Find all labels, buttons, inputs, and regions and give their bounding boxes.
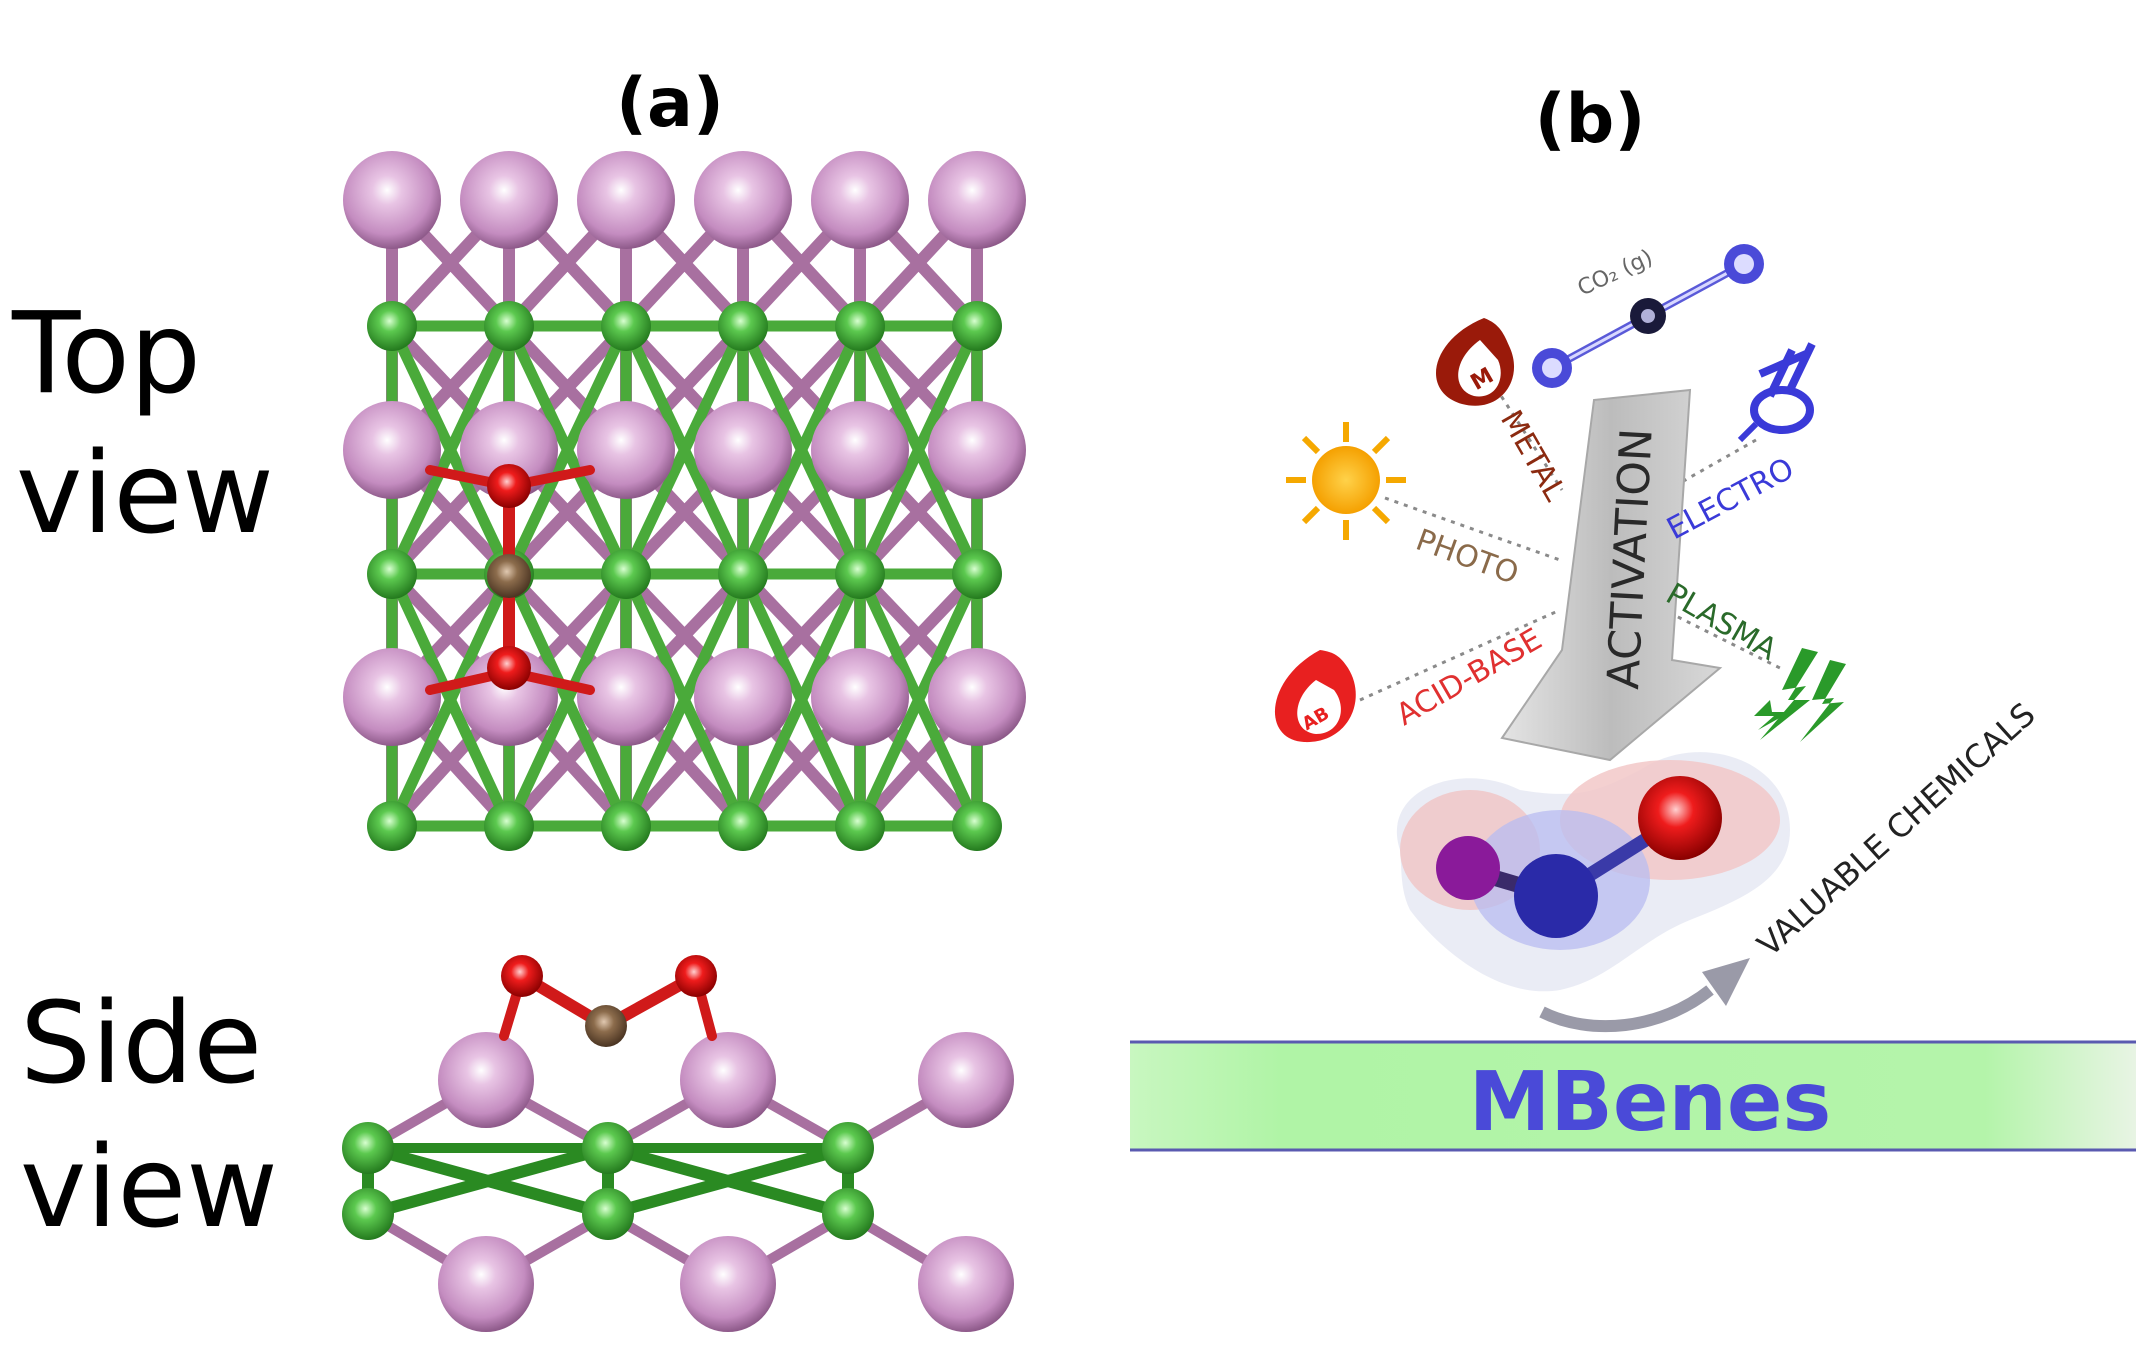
- bond: [386, 568, 515, 832]
- metal-atom: [928, 151, 1026, 249]
- metal-atom: [343, 648, 441, 746]
- boron-atom: [822, 1122, 874, 1174]
- metal-atom: [577, 151, 675, 249]
- oxygen-atom: [675, 955, 717, 997]
- co2-molecule-icon: CO₂ (g): [1532, 244, 1764, 388]
- bond: [737, 320, 866, 580]
- boron-atom: [342, 1188, 394, 1240]
- bond: [386, 320, 515, 580]
- mbenes-substrate-bar: MBenes: [1130, 1040, 2136, 1152]
- mbenes-label: MBenes: [1469, 1055, 1832, 1150]
- boron-atom: [484, 301, 534, 351]
- top-view-label-line2: view: [16, 429, 274, 559]
- sun-icon: [1286, 422, 1406, 540]
- boron-atom: [367, 801, 417, 851]
- boron-atom: [718, 549, 768, 599]
- bond: [362, 1142, 614, 1220]
- bond: [737, 568, 866, 832]
- oxygen-atom: [487, 646, 531, 690]
- metal-atom: [694, 151, 792, 249]
- plasma-route-label: PLASMA: [1660, 577, 1783, 668]
- boron-atom: [367, 301, 417, 351]
- metal-atom: [811, 151, 909, 249]
- metal-atom: [811, 401, 909, 499]
- metal-atom: [918, 1236, 1014, 1332]
- bond: [602, 1142, 854, 1220]
- boron-atom: [952, 549, 1002, 599]
- boron-atom: [718, 301, 768, 351]
- boron-atom: [952, 301, 1002, 351]
- photo-route-label: PHOTO: [1411, 523, 1523, 592]
- boron-atom: [835, 301, 885, 351]
- metal-atom: [460, 401, 558, 499]
- metal-atom: [343, 151, 441, 249]
- metal-route-label: METAL: [1493, 405, 1572, 508]
- boron-atom: [952, 801, 1002, 851]
- metal-atom: [928, 648, 1026, 746]
- metal-atom: [438, 1032, 534, 1128]
- boron-atom: [718, 801, 768, 851]
- panel-b-label: (b): [1535, 80, 1646, 159]
- metal-atom: [811, 648, 909, 746]
- carbon-atom: [487, 554, 531, 598]
- boron-atom: [367, 549, 417, 599]
- boron-atom: [601, 301, 651, 351]
- metal-atom: [577, 401, 675, 499]
- bond: [854, 320, 983, 580]
- oxygen-atom: [501, 955, 543, 997]
- co2-gas-label: CO₂ (g): [1574, 245, 1657, 301]
- metal-flame-icon: M: [1436, 318, 1515, 406]
- boron-atom: [835, 549, 885, 599]
- metal-atom: [680, 1032, 776, 1128]
- boron-atom: [835, 801, 885, 851]
- metal-atom: [343, 401, 441, 499]
- activation-arrow: ACTIVATION: [1500, 388, 1723, 762]
- metal-atom: [694, 648, 792, 746]
- metal-atom: [460, 151, 558, 249]
- boron-atom: [822, 1188, 874, 1240]
- bond: [854, 568, 983, 832]
- boron-atom: [342, 1122, 394, 1174]
- valuable-chemicals-label: VALUABLE CHEMICALS: [1750, 695, 2043, 964]
- metal-atom: [438, 1236, 534, 1332]
- lightning-bolt-icon: [1754, 648, 1846, 742]
- oxygen-atom: [487, 464, 531, 508]
- electrode-plug-icon: [1737, 342, 1816, 443]
- boron-atom: [582, 1122, 634, 1174]
- metal-atom: [928, 401, 1026, 499]
- bond: [620, 568, 749, 832]
- side-view-lattice: [342, 955, 1014, 1332]
- boron-atom: [601, 549, 651, 599]
- bond: [503, 568, 632, 832]
- top-view-lattice: [343, 151, 1026, 851]
- acid-base-flame-icon: AB: [1274, 650, 1356, 743]
- boron-atom: [484, 801, 534, 851]
- bond: [620, 320, 749, 580]
- metal-atom: [694, 401, 792, 499]
- panel-a-label: (a): [616, 64, 724, 143]
- metal-atom: [918, 1032, 1014, 1128]
- top-view-label-line1: Top: [11, 289, 201, 419]
- bond: [503, 320, 632, 580]
- metal-atom: [577, 648, 675, 746]
- boron-atom: [582, 1188, 634, 1240]
- curved-arrow-icon: [1702, 958, 1750, 1006]
- side-view-label-line1: Side: [20, 979, 262, 1109]
- side-view-label-line2: view: [20, 1123, 278, 1253]
- metal-atom: [680, 1236, 776, 1332]
- boron-atom: [601, 801, 651, 851]
- product-molecule: [1396, 752, 1790, 1033]
- carbon-atom: [585, 1005, 627, 1047]
